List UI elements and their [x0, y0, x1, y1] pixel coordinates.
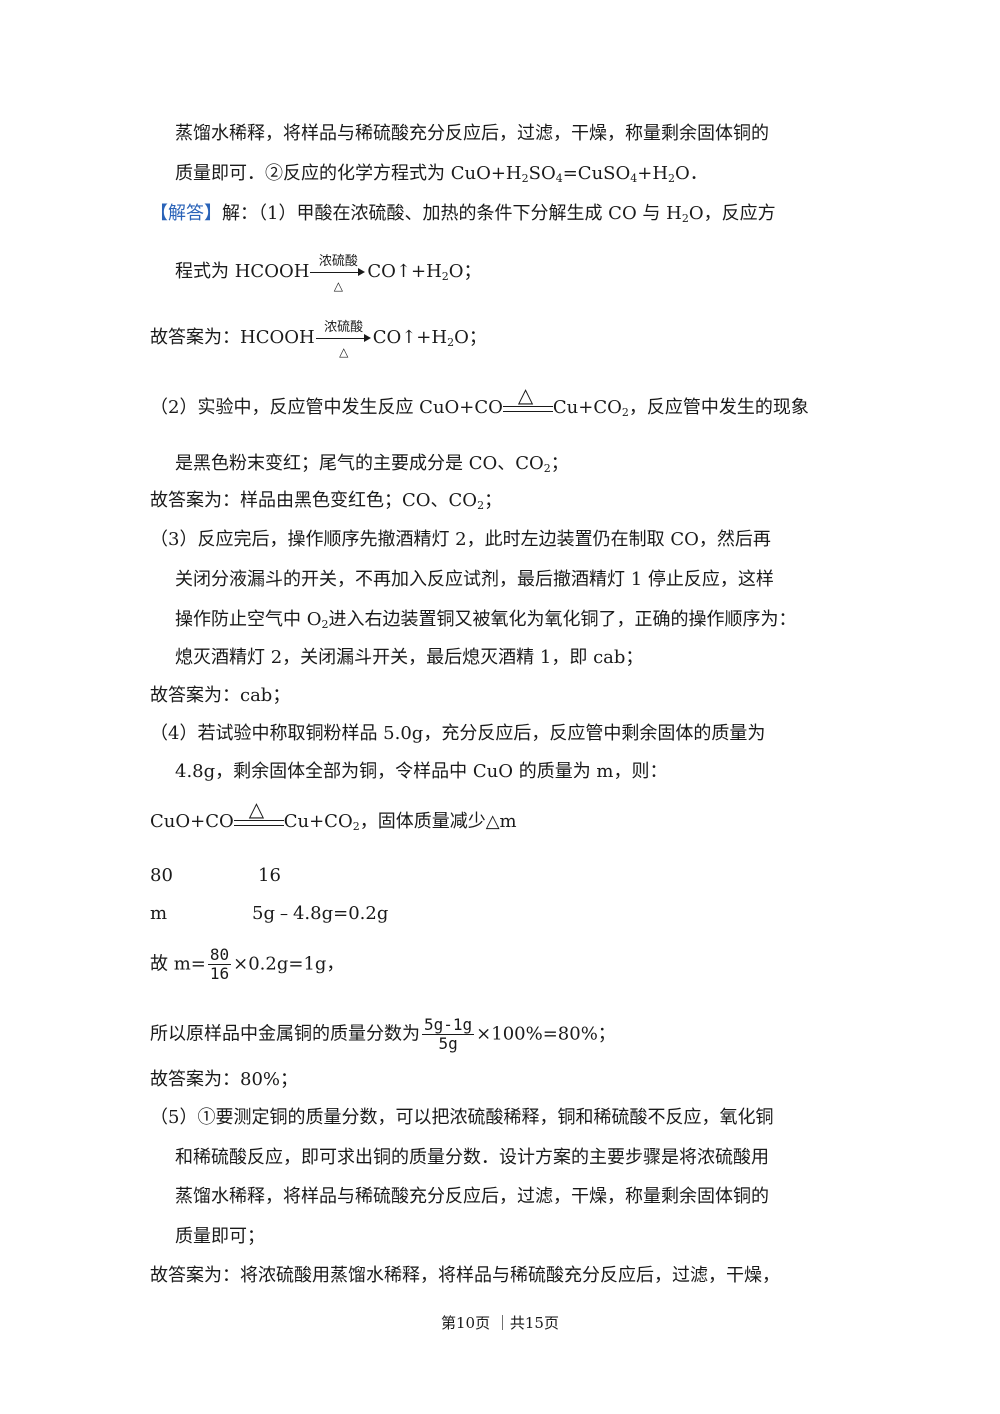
text-line: 质量即可．②反应的化学方程式为 CuO+H2SO4=CuSO4+H2O．	[175, 163, 708, 185]
equation-line: CuO+CO△Cu+CO2，固体质量减少△m	[150, 797, 517, 834]
text-line: 是黑色粉末变红；尾气的主要成分是 CO、CO2；	[175, 453, 569, 475]
heating-equals: △	[233, 797, 284, 834]
answer-tag: 【解答】	[150, 203, 222, 224]
text-line: 和稀硫酸反应，即可求出铜的质量分数．设计方案的主要步骤是将浓硫酸用	[175, 1147, 769, 1168]
text-line: 故答案为：样品由黑色变红色；CO、CO2；	[150, 490, 503, 512]
text-line: 故答案为：将浓硫酸用蒸馏水稀释，将样品与稀硫酸充分反应后，过滤，干燥，	[150, 1265, 780, 1286]
text-line: 操作防止空气中 O2进入右边装置铜又被氧化为氧化铜了，正确的操作顺序为：	[175, 609, 797, 631]
text-line: 蒸馏水稀释，将样品与稀硫酸充分反应后，过滤，干燥，称量剩余固体铜的	[175, 1186, 769, 1207]
answer-line: 【解答】解：（1）甲酸在浓硫酸、加热的条件下分解生成 CO 与 H2O，反应方	[150, 203, 776, 225]
ratio-row: m	[150, 903, 168, 924]
text-line: 关闭分液漏斗的开关，不再加入反应试剂，最后撤酒精灯 1 停止反应，这样	[175, 569, 774, 590]
text-line: 蒸馏水稀释，将样品与稀硫酸充分反应后，过滤，干燥，称量剩余固体铜的	[175, 123, 769, 144]
ratio-row: 16	[258, 865, 281, 886]
text-line: （3）反应完后，操作顺序先撤酒精灯 2，此时左边装置仍在制取 CO，然后再	[150, 529, 771, 550]
text-line: （4）若试验中称取铜粉样品 5.0g，充分反应后，反应管中剩余固体的质量为	[150, 723, 766, 744]
reaction-arrow: 浓硫酸△	[315, 320, 372, 359]
text-line: 故答案为：80%；	[150, 1069, 299, 1090]
text-line: 故答案为：cab；	[150, 685, 291, 706]
text-line: 熄灭酒精灯 2，关闭漏斗开关，最后熄灭酒精 1，即 cab；	[175, 647, 644, 668]
text-line: （5）①要测定铜的质量分数，可以把浓硫酸稀释，铜和稀硫酸不反应，氧化铜	[150, 1107, 774, 1128]
ratio-row: 80	[150, 865, 173, 886]
page-footer: 第10页 ｜共15页	[441, 1314, 559, 1332]
equation-line: （2）实验中，反应管中发生反应 CuO+CO△Cu+CO2，反应管中发生的现象	[150, 383, 809, 420]
text-line: 4.8g，剩余固体全部为铜，令样品中 CuO 的质量为 m，则：	[175, 761, 668, 782]
text-line: 质量即可；	[175, 1226, 265, 1247]
ratio-row: 5g﹣4.8g=0.2g	[252, 903, 389, 924]
heating-equals: △	[502, 383, 553, 420]
reaction-arrow: 浓硫酸△	[310, 254, 366, 293]
